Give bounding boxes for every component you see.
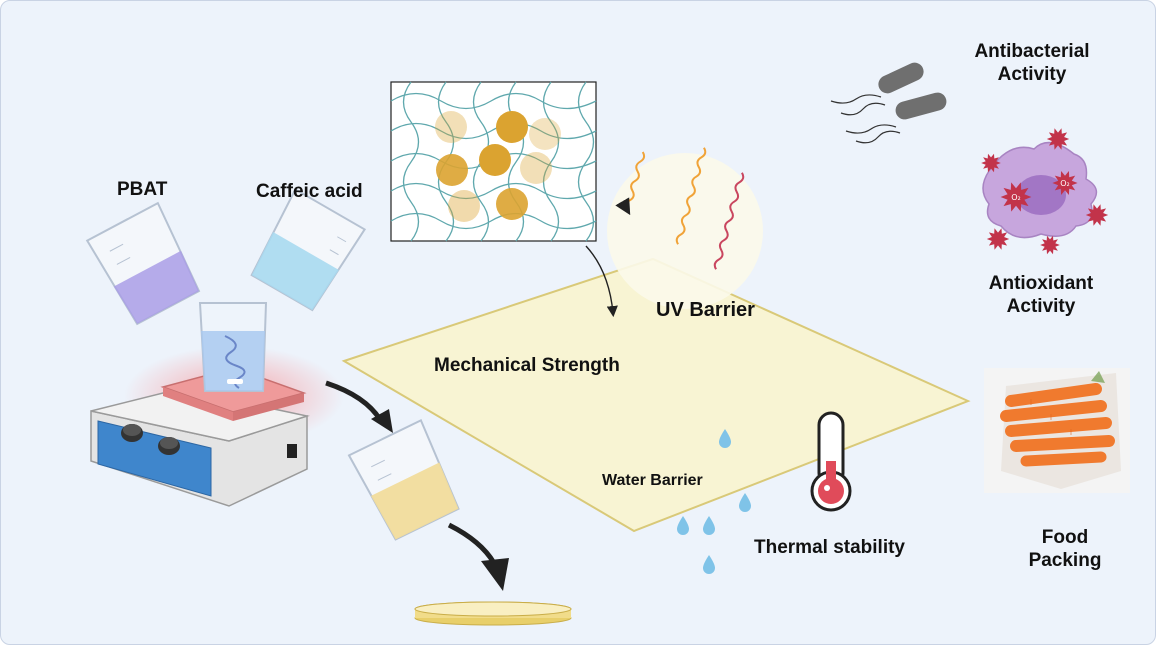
particle-icon [435,111,467,143]
panel-to-film-arrow [585,245,618,318]
radical-label: O₂ [1060,179,1070,188]
uv-wave-icon [713,172,745,270]
bacteria-icon [830,62,947,144]
water-drop-icon [739,493,751,512]
water-drop-icon [719,429,731,448]
water-barrier-label: Water Barrier [602,472,703,489]
antioxidant-line2: Activity [1006,295,1076,317]
carrot-bag-photo [984,368,1130,493]
water-drop-icon [703,516,715,535]
water-drop-icon [677,516,689,535]
free-radical-icon [1052,171,1078,195]
particle-icon [479,144,511,176]
free-radical-icon [981,153,1001,173]
thermal-stability-label: Thermal stability [754,537,905,558]
particle-icon [529,118,561,150]
particle-icon [436,154,468,186]
food-packing-label: Food Packing [1013,527,1117,573]
food-line1: Food [1041,527,1089,548]
cell-icon [982,141,1098,239]
water-drop-icon [703,555,715,574]
process-arrow-icon [447,522,497,565]
beaker-icon [347,418,460,541]
radical-label: O₂ [1011,193,1021,202]
beaker-icon [250,188,367,312]
pbat-label: PBAT [117,179,168,200]
particle-icon [520,152,552,184]
antibacterial-line2: Activity [997,63,1067,85]
antibacterial-line1: Antibacterial [974,41,1090,62]
water-drops [677,429,751,574]
particle-icon [496,111,528,143]
free-radical-icon [1000,182,1032,212]
uv-wave-icon [675,147,707,245]
food-line2: Packing [1028,549,1102,571]
antioxidant-activity-label: Antioxidant Activity [971,273,1111,319]
uv-wave-icon [615,151,646,216]
beaker-icon [85,201,201,326]
free-radicals: O₂ O₂ [981,128,1109,255]
microstructure-panel [390,81,597,242]
mechanical-strength-label: Mechanical Strength [434,355,620,376]
uv-barrier-label: UV Barrier [656,299,755,321]
antioxidant-line1: Antioxidant [988,273,1094,294]
thermometer-icon [810,411,852,512]
particle-icon [496,188,528,220]
antibacterial-activity-label: Antibacterial Activity [963,41,1101,87]
composite-film [341,257,971,533]
free-radical-icon [1046,128,1070,150]
particle-icon [448,190,480,222]
caffeic-acid-label: Caffeic acid [256,181,363,202]
free-radical-icon [986,228,1010,250]
petri-dish-icon [414,601,572,626]
hotplate-stirrer-icon [90,302,344,507]
free-radical-icon [1085,204,1109,226]
free-radical-icon [1040,235,1060,255]
